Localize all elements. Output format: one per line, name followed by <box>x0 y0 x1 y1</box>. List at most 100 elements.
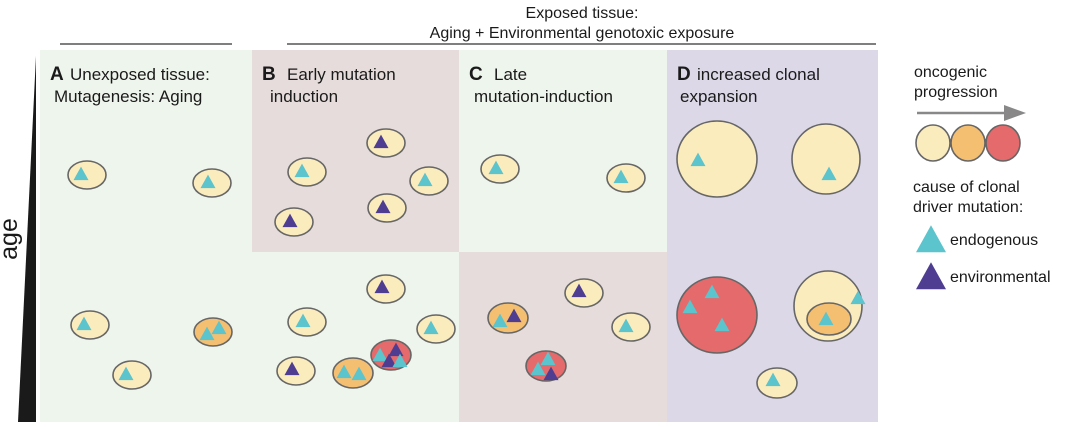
cell <box>791 123 861 195</box>
endogenous-mutation-marker <box>392 353 408 368</box>
cells-layer <box>67 120 866 399</box>
cell <box>332 357 374 389</box>
endogenous-mutation-marker <box>372 347 388 362</box>
cell <box>67 160 107 190</box>
cell <box>564 278 604 308</box>
exposed-heading-line1: Exposed tissue: <box>526 5 639 22</box>
cell <box>409 166 449 196</box>
endogenous-mutation-marker <box>73 166 89 181</box>
cell-body <box>67 160 107 190</box>
endogenous-mutation-marker <box>351 366 367 381</box>
panel-d-background <box>667 50 878 422</box>
endogenous-mutation-marker <box>765 372 781 387</box>
panel-backgrounds <box>40 50 878 422</box>
endogenous-mutation-marker <box>200 174 216 189</box>
panel-a-title-line1: Unexposed tissue: <box>70 65 210 84</box>
panel-b-title-line1: Early mutation <box>287 65 396 84</box>
panel-d-title-line2: expansion <box>680 87 758 106</box>
endogenous-mutation-marker <box>850 290 866 305</box>
endogenous-mutation-marker <box>336 364 352 379</box>
legend-cells <box>915 124 1021 162</box>
environmental-mutation-marker <box>373 134 389 149</box>
environmental-mutation-marker <box>388 342 404 357</box>
endogenous-mutation-marker <box>704 284 720 299</box>
panel-d-letter: D <box>677 64 691 85</box>
legend-progression-line2: progression <box>914 84 998 101</box>
cell <box>192 168 232 198</box>
panel-c-title-line2: mutation-induction <box>474 87 613 106</box>
environmental-mutation-marker <box>282 213 298 228</box>
cell-body <box>606 163 646 193</box>
endogenous-mutation-marker <box>488 160 504 175</box>
endogenous-mutation-marker <box>118 366 134 381</box>
endogenous-legend-marker <box>916 225 946 253</box>
endogenous-mutation-marker <box>295 313 311 328</box>
panel-b-title-line2: induction <box>270 87 338 106</box>
legend-cause-line2: driver mutation: <box>913 199 1023 216</box>
endogenous-mutation-marker <box>530 361 546 376</box>
cell-body <box>676 120 758 198</box>
cell <box>606 163 646 193</box>
endogenous-mutation-marker <box>423 320 439 335</box>
legend-cell-intermediate <box>950 124 986 162</box>
cell <box>287 307 327 337</box>
cell <box>611 312 651 342</box>
legend: oncogenic progression cause of clonal dr… <box>913 64 1051 290</box>
cell-body <box>416 314 456 344</box>
endogenous-mutation-marker <box>540 351 556 366</box>
cell <box>274 207 314 237</box>
endogenous-mutation-marker <box>618 318 634 333</box>
endogenous-mutation-marker <box>613 169 629 184</box>
panel-c-title-line1: Late <box>494 65 527 84</box>
cell-body <box>112 360 152 390</box>
progression-arrow <box>917 105 1026 121</box>
panel-c-letter: C <box>469 64 483 85</box>
legend-cell-malignant <box>985 124 1021 162</box>
endogenous-mutation-marker <box>417 172 433 187</box>
environmental-mutation-marker <box>375 199 391 214</box>
cell <box>112 360 152 390</box>
panel-c-top-background <box>459 50 667 252</box>
endogenous-mutation-marker <box>682 299 698 314</box>
cell-body <box>287 157 327 187</box>
cell-body <box>70 310 110 340</box>
cell-body <box>791 123 861 195</box>
age-wedge <box>18 56 36 422</box>
endogenous-mutation-marker <box>690 152 706 167</box>
environmental-legend-marker <box>916 262 946 290</box>
endogenous-mutation-marker <box>294 163 310 178</box>
panel-d-title-line1: increased clonal <box>697 65 820 84</box>
cell-body <box>332 357 374 389</box>
cell <box>366 128 406 158</box>
cell <box>487 302 529 334</box>
cell-body <box>487 302 529 334</box>
endogenous-mutation-marker <box>821 166 837 181</box>
panel-a-title-line2: Mutagenesis: Aging <box>54 87 202 106</box>
panel-b-letter: B <box>262 64 276 85</box>
cell <box>756 367 798 399</box>
cell <box>276 356 316 386</box>
age-axis-label: age <box>0 218 23 260</box>
panel-a-letter: A <box>50 64 64 85</box>
endogenous-mutation-marker <box>211 320 227 335</box>
cell <box>480 154 520 184</box>
legend-environmental-label: environmental <box>950 269 1051 286</box>
cell <box>366 274 406 304</box>
cell <box>370 339 412 371</box>
cell <box>416 314 456 344</box>
legend-progression-line1: oncogenic <box>914 64 987 81</box>
cell <box>193 317 233 347</box>
cell-body <box>676 276 758 354</box>
environmental-mutation-marker <box>506 308 522 323</box>
endogenous-mutation-marker <box>714 317 730 332</box>
cell <box>676 120 758 198</box>
endogenous-mutation-marker <box>199 326 215 341</box>
endogenous-mutation-marker <box>492 313 508 328</box>
cell <box>676 276 758 354</box>
endogenous-mutation-marker <box>818 311 834 326</box>
legend-cause-line1: cause of clonal <box>913 179 1020 196</box>
environmental-mutation-marker <box>571 283 587 298</box>
endogenous-mutation-marker <box>76 316 92 331</box>
